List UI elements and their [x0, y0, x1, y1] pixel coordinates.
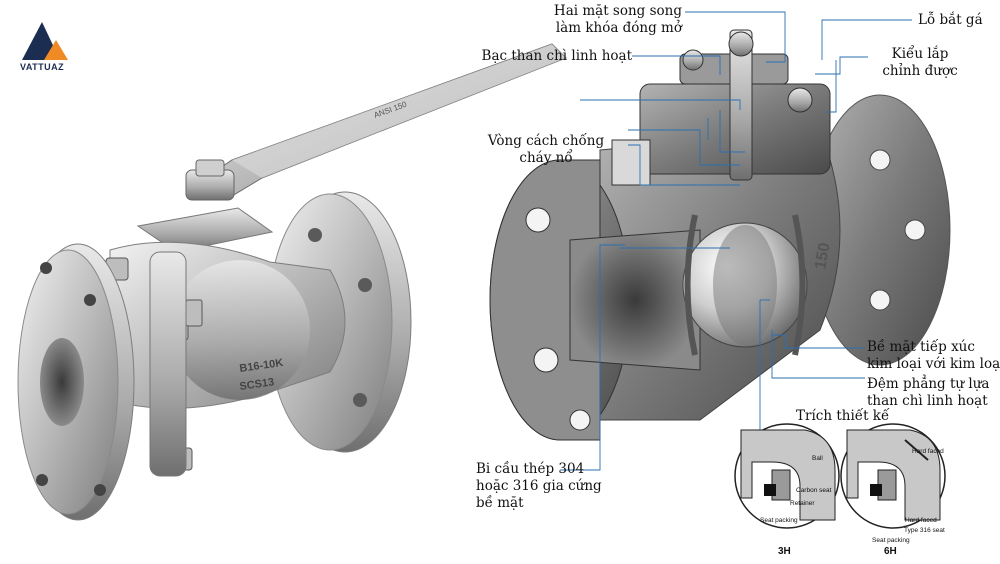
detail-6h-type316-label: Type 316 seat — [904, 527, 945, 534]
detail-6h-seat-packing-label: Seat packing — [872, 537, 910, 544]
cutaway-ball-valve: 150 — [489, 29, 951, 441]
detail-3h — [734, 423, 840, 529]
label-mount-hole: Lỗ bắt gá — [918, 12, 983, 28]
detail-6h — [840, 423, 946, 529]
detail-3h-carbon-seat-label: Carbon seat — [796, 487, 832, 494]
detail-3h-code: 3H — [778, 546, 791, 557]
detail-3h-seat-packing-label: Seat packing — [760, 517, 798, 524]
assembled-ball-valve: ANSI 150 B16-10K SCS13 — [17, 43, 567, 521]
detail-3h-ball-label: Ball — [812, 455, 823, 462]
detail-6h-code: 6H — [884, 546, 897, 557]
label-graphite-bushing: Bạc than chì linh hoạt — [481, 48, 632, 64]
logo-text: VATTUAZ — [20, 62, 65, 72]
cut-body-marking: 150 — [812, 241, 833, 270]
label-design-excerpt: Trích thiết kế — [796, 408, 890, 424]
leader-lines — [560, 11, 912, 471]
detail-3h-retainer-label: Retainer — [790, 500, 815, 507]
detail-6h-hard-faced-label: Hard faced — [905, 517, 937, 524]
detail-6h-hard-faced-top-label: Hard faced — [912, 448, 944, 455]
vattuaz-logo — [22, 22, 68, 60]
body-marking-line2: SCS13 — [239, 376, 275, 393]
